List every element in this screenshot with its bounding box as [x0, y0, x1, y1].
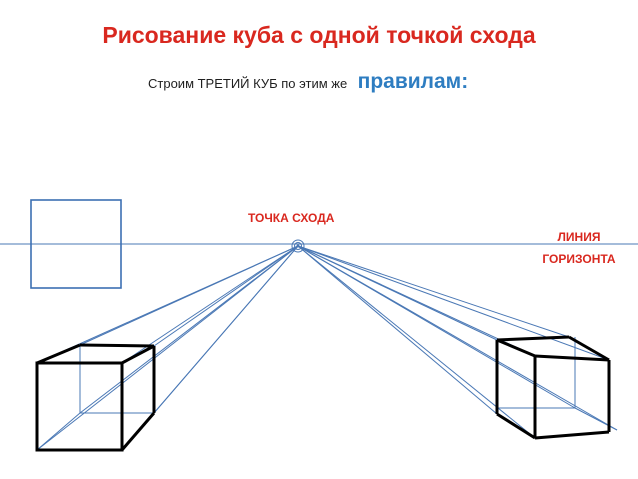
subtitle-emphasis: правилам:	[357, 70, 469, 93]
right-construction-lines	[297, 245, 618, 439]
subtitle: Строим ТРЕТИЙ КУБ по этим же правилам:	[148, 70, 468, 94]
slide-title: Рисование куба с одной точкой схода	[102, 22, 536, 48]
left-cube	[35, 343, 156, 452]
right-cube	[495, 335, 618, 440]
third-cube-square	[30, 199, 122, 289]
subtitle-lead: Строим ТРЕТИЙ КУБ по этим же	[148, 76, 348, 91]
left-construction-lines	[36, 245, 299, 451]
horizon-label-line-2: ГОРИЗОНТА	[542, 252, 616, 266]
vanishing-point-label: ТОЧКА СХОДА	[248, 211, 335, 225]
horizon-line-label: ЛИНИЯ ГОРИЗОНТА	[538, 226, 620, 270]
horizon-label-line-1: ЛИНИЯ	[557, 230, 601, 244]
